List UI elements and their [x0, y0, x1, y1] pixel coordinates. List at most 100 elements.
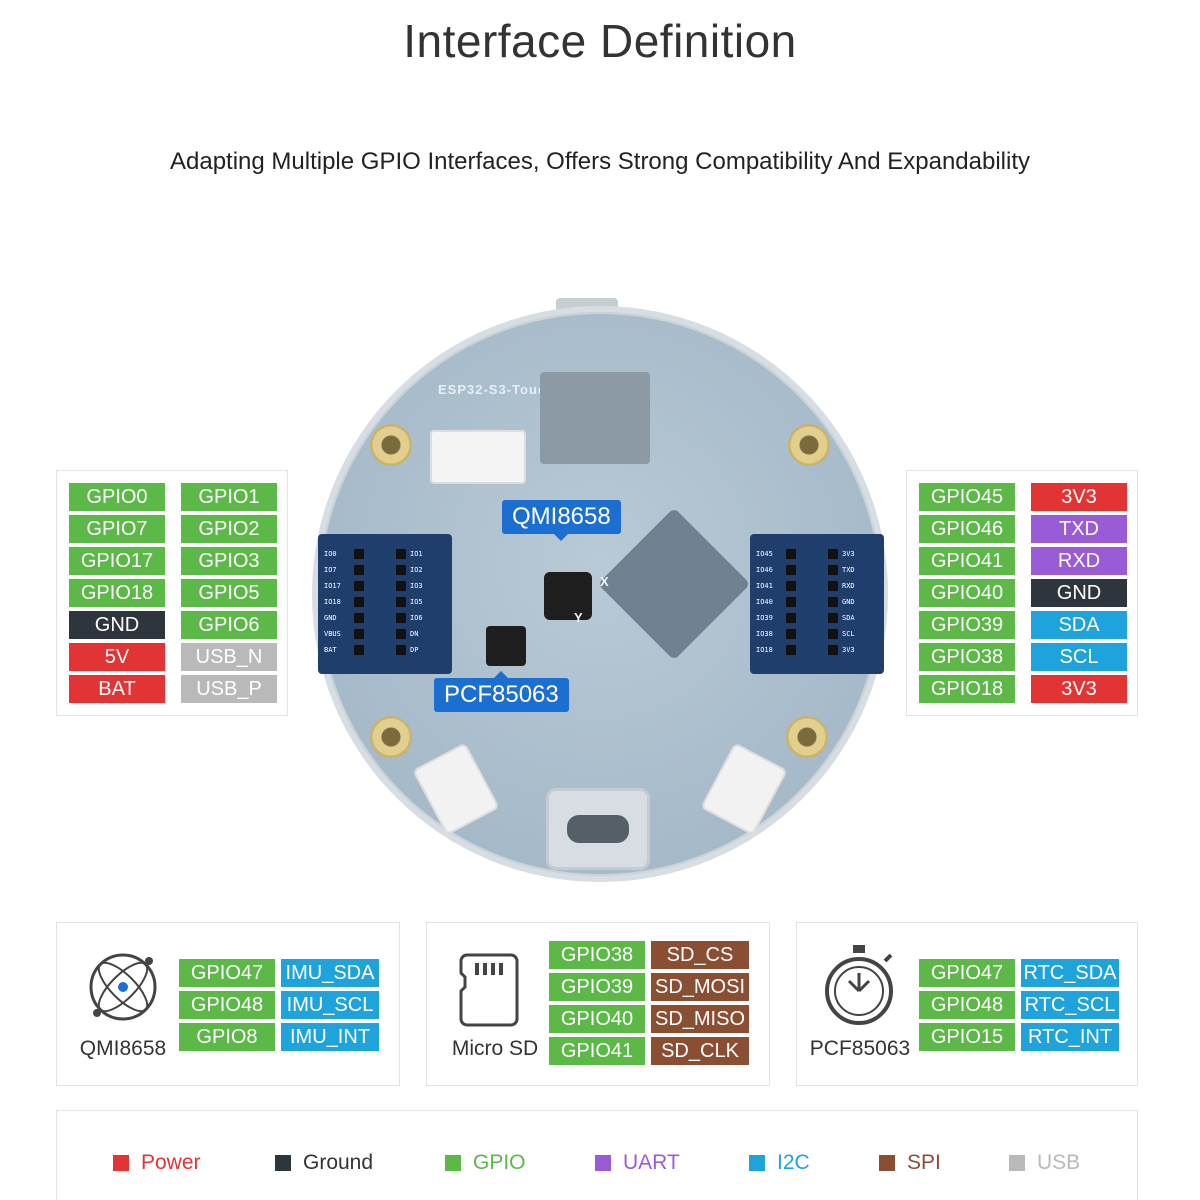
legend-label: GPIO [473, 1151, 526, 1174]
pin-label: GND [69, 611, 165, 639]
legend-swatch [749, 1155, 765, 1171]
legend-swatch [113, 1155, 129, 1171]
mounting-hole [788, 424, 830, 466]
pin-label: TXD [1031, 515, 1127, 543]
header-pin: SDA [822, 610, 872, 626]
header-pin-text: IO5 [410, 598, 423, 606]
pin-label: GPIO6 [181, 611, 277, 639]
legend-swatch [879, 1155, 895, 1171]
header-pin-text: IO46 [756, 566, 773, 574]
header-pin-text: IO45 [756, 550, 773, 558]
header-pin-text: IO6 [410, 614, 423, 622]
pin-label: GPIO17 [69, 547, 165, 575]
pin-label: GPIO18 [919, 675, 1015, 703]
pin-label: RTC_SDA [1021, 959, 1119, 987]
pin-label: SD_MOSI [651, 973, 749, 1001]
legend-item: Ground [275, 1151, 373, 1175]
pin-label: GPIO1 [181, 483, 277, 511]
pin-label: SCL [1031, 643, 1127, 671]
header-pin-text: VBUS [324, 630, 341, 638]
pin-label: GPIO39 [549, 973, 645, 1001]
header-pin: TXD [822, 562, 872, 578]
header-pin-text: IO38 [756, 630, 773, 638]
legend-label: I2C [777, 1151, 810, 1174]
header-pin-text: IO17 [324, 582, 341, 590]
header-pin: DP [390, 642, 440, 658]
pin-label: GPIO2 [181, 515, 277, 543]
header-pin: IO17 [318, 578, 368, 594]
usb-c-port [546, 788, 650, 870]
battery-connector [430, 430, 526, 484]
pin-label: GPIO0 [69, 483, 165, 511]
pin-label: GPIO5 [181, 579, 277, 607]
header-pin: IO2 [390, 562, 440, 578]
pin-label: GPIO47 [179, 959, 275, 987]
pin-label: GPIO38 [919, 643, 1015, 671]
pin-label: SD_MISO [651, 1005, 749, 1033]
header-pin: DN [390, 626, 440, 642]
legend-label: UART [623, 1151, 680, 1174]
stopwatch-icon [825, 945, 893, 1025]
page-title: Interface Definition [403, 15, 797, 67]
legend-item: Power [113, 1151, 201, 1175]
header-pin: IO39 [750, 610, 800, 626]
header-pin: 3V3 [822, 546, 872, 562]
pin-label: GPIO15 [919, 1023, 1015, 1051]
pin-label: SD_CS [651, 941, 749, 969]
legend-item: SPI [879, 1151, 941, 1175]
header-pin: IO6 [390, 610, 440, 626]
pin-label: GND [1031, 579, 1127, 607]
header-pin: IO1 [390, 546, 440, 562]
header-pin-text: GND [842, 598, 855, 606]
pin-label: GPIO48 [179, 991, 275, 1019]
pin-label: SD_CLK [651, 1037, 749, 1065]
header-pin-text: GND [324, 614, 337, 622]
header-pin-text: IO41 [756, 582, 773, 590]
header-pin-text: IO0 [324, 550, 337, 558]
color-legend: Power Ground GPIO UART I2C SPI USB [56, 1110, 1138, 1200]
pin-label: GPIO3 [181, 547, 277, 575]
pin-label: 5V [69, 643, 165, 671]
header-pin-text: IO40 [756, 598, 773, 606]
pin-label: GPIO46 [919, 515, 1015, 543]
axis-x-label: X [600, 574, 609, 589]
imu-label: QMI8658 [79, 1037, 167, 1060]
sd-card-icon [459, 953, 519, 1027]
header-pin: IO38 [750, 626, 800, 642]
pin-label: IMU_SDA [281, 959, 379, 987]
legend-swatch [445, 1155, 461, 1171]
header-pin: SCL [822, 626, 872, 642]
header-pin: IO18 [750, 642, 800, 658]
header-pin: GND [318, 610, 368, 626]
header-pin-text: TXD [842, 566, 855, 574]
pin-label: USB_N [181, 643, 277, 671]
header-pin: VBUS [318, 626, 368, 642]
pin-label: GPIO45 [919, 483, 1015, 511]
legend-swatch [1009, 1155, 1025, 1171]
legend-item: UART [595, 1151, 680, 1175]
page-subtitle: Adapting Multiple GPIO Interfaces, Offer… [170, 148, 1030, 175]
pin-label: 3V3 [1031, 675, 1127, 703]
pin-label: RTC_INT [1021, 1023, 1119, 1051]
legend-label: SPI [907, 1151, 941, 1174]
header-pin: IO7 [318, 562, 368, 578]
header-pin-text: BAT [324, 646, 337, 654]
uart-connector [700, 742, 788, 836]
axis-y-label: Y [574, 610, 583, 625]
pin-label: GPIO38 [549, 941, 645, 969]
pin-label: GPIO8 [179, 1023, 275, 1051]
mounting-hole [370, 716, 412, 758]
legend-item: GPIO [445, 1151, 526, 1175]
pin-label: IMU_INT [281, 1023, 379, 1051]
mounting-hole [786, 716, 828, 758]
legend-label: USB [1037, 1151, 1081, 1174]
header-pin-text: IO7 [324, 566, 337, 574]
pin-label: RTC_SCL [1021, 991, 1119, 1019]
header-pin: IO3 [390, 578, 440, 594]
pin-label: IMU_SCL [281, 991, 379, 1019]
